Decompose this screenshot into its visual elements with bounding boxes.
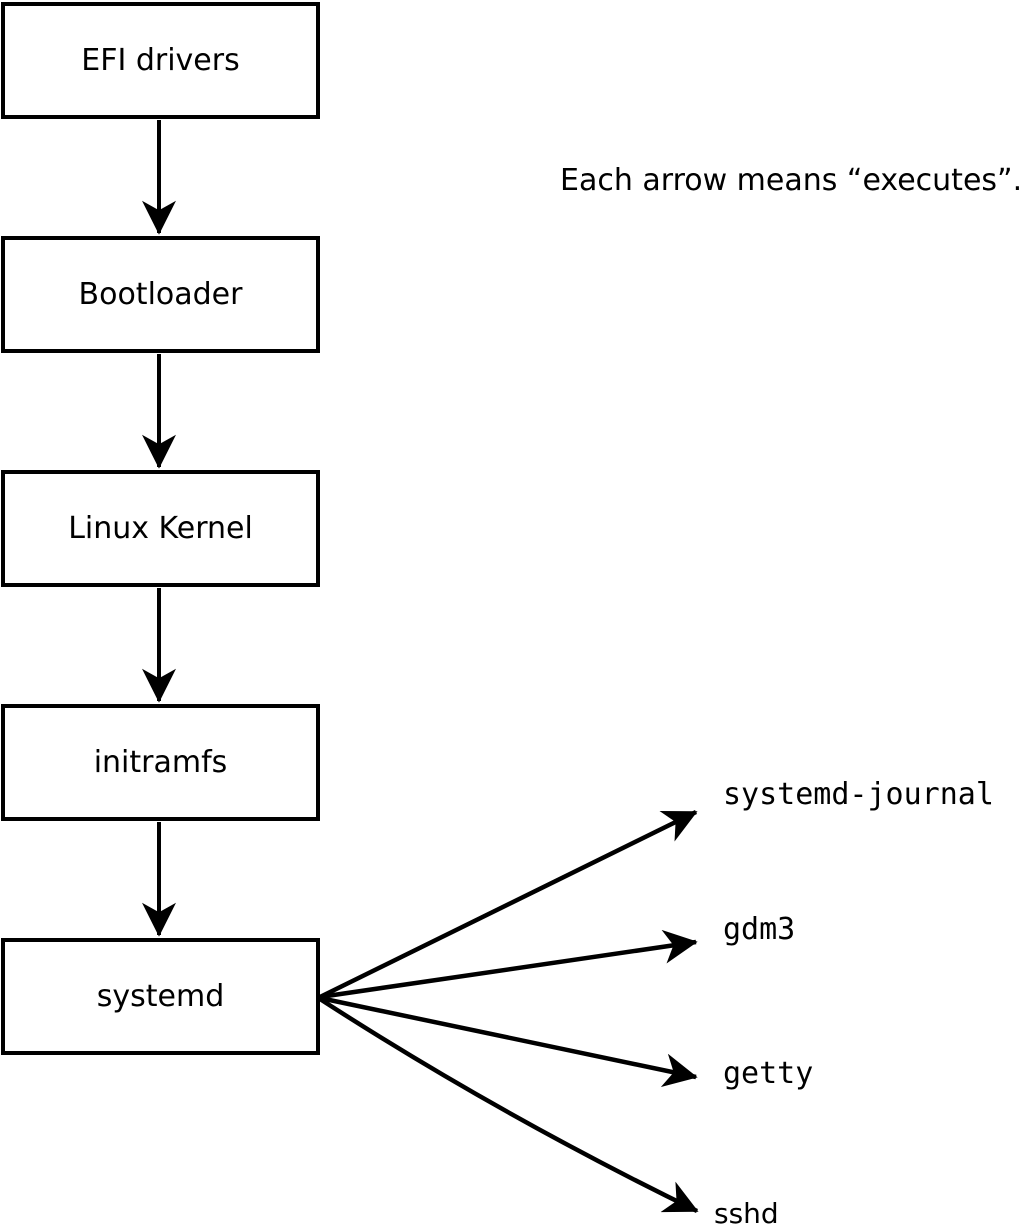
spawn-label-gdm3: gdm3: [723, 912, 796, 947]
node-linux-kernel-label: Linux Kernel: [68, 510, 253, 546]
arrow-meaning-note: Each arrow means “executes”.: [560, 163, 1023, 198]
spawn-label-systemd-journal: systemd-journal: [723, 777, 994, 812]
node-efi-drivers: EFI drivers: [1, 2, 320, 119]
arrow-systemd-to-sshd: [318, 997, 699, 1214]
node-efi-drivers-label: EFI drivers: [81, 42, 240, 78]
node-bootloader: Bootloader: [1, 236, 320, 353]
node-systemd-label: systemd: [96, 978, 225, 1014]
node-initramfs-label: initramfs: [93, 744, 228, 780]
arrow-systemd-to-journal: [319, 809, 698, 1000]
node-initramfs: initramfs: [1, 704, 320, 821]
spawn-label-getty: getty: [723, 1056, 814, 1091]
arrow-systemd-to-getty: [319, 995, 698, 1087]
arrow-systemd-to-gdm3: [319, 929, 698, 1000]
node-linux-kernel: Linux Kernel: [1, 470, 320, 587]
node-bootloader-label: Bootloader: [78, 276, 243, 312]
node-systemd: systemd: [1, 938, 320, 1055]
spawn-label-sshd: sshd: [714, 1197, 779, 1230]
